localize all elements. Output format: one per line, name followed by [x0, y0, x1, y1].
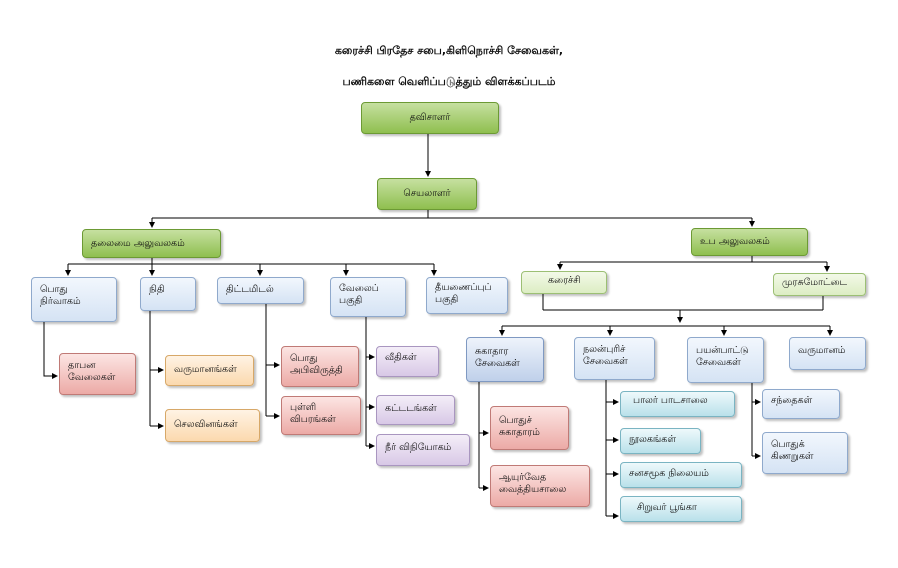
node-public-development-line2: அபிவிருத்தி [290, 365, 343, 376]
node-general-admin-line1: பொது [40, 284, 68, 295]
node-roads-label: வீதிகள் [385, 352, 417, 363]
node-preschool-label: பாலர் பாடசாலை [633, 395, 708, 406]
node-water-supply-label: நீர் விநியோகம் [385, 442, 452, 453]
node-revenue-label: வருமானம் [798, 345, 846, 356]
node-buildings: கட்டடங்கள் [376, 395, 455, 425]
node-public-wells: பொதுக் கிணறுகள் [762, 432, 848, 474]
node-community-centre: சனசமூக நிலையம் [620, 462, 742, 488]
node-preschool: பாலர் பாடசாலை [620, 391, 735, 417]
node-sub-office-label: உப அலுவலகம் [700, 236, 770, 247]
node-secretary-label: செயலாளர் [403, 188, 451, 199]
node-expenses: செலவினங்கள் [165, 409, 260, 442]
node-welfare-services-line2: சேவைகள் [583, 356, 628, 367]
diagram-title-line-1: கரைச்சி பிரதேச சபை,கிளிநொச்சி சேவைகள், [334, 44, 564, 57]
node-public-development: பொது அபிவிருத்தி [281, 346, 359, 387]
node-ayurveda-hospital: ஆயுர்வேத வைத்தியசாலை [490, 465, 590, 507]
node-libraries-label: நூலகங்கள் [629, 434, 676, 445]
node-chairman: தவிசாளர் [361, 102, 499, 134]
node-planning-label: திட்டமிடல் [226, 284, 274, 295]
node-ayurveda-hospital-line2: வைத்தியசாலை [499, 484, 567, 495]
node-health-services: சுகாதார சேவைகள் [466, 337, 544, 382]
node-works: வேலைப் பகுதி [330, 277, 406, 317]
node-finance-label: நிதி [149, 284, 165, 295]
node-establishment-works-line2: வேலைகள் [68, 372, 116, 383]
diagram-title-line-2: பணிகளை வெளிப்படுத்தும் விளக்கப்படம் [342, 75, 556, 88]
node-childrens-park-label: சிறுவர் பூங்கா [637, 502, 697, 513]
node-public-wells-line1: பொதுக் [771, 439, 805, 450]
node-chairman-label: தவிசாளர் [409, 112, 451, 123]
node-incomes-label: வருமானங்கள் [174, 364, 237, 375]
node-public-health-line1: பொதுச் [499, 415, 532, 426]
node-karachchi: கரைச்சி [521, 271, 607, 294]
node-buildings-label: கட்டடங்கள் [385, 403, 437, 414]
node-fire-line1: தீயணைப்புப் [435, 282, 492, 293]
node-public-health-line2: சுகாதாரம் [499, 427, 540, 438]
node-public-health: பொதுச் சுகாதாரம் [490, 406, 569, 450]
node-utility-services-line2: சேவைகள் [696, 357, 741, 368]
node-incomes: வருமானங்கள் [165, 355, 254, 386]
node-establishment-works: தாபன வேலைகள் [59, 353, 136, 395]
node-ayurveda-hospital-line1: ஆயுர்வேத [499, 472, 547, 483]
node-sub-office: உப அலுவலகம் [691, 228, 808, 256]
node-water-supply: நீர் விநியோகம் [376, 434, 470, 466]
node-general-admin-line2: நிர்வாகம் [40, 296, 81, 307]
node-head-office: தலைமை அலுவலகம் [82, 229, 221, 258]
node-libraries: நூலகங்கள் [620, 428, 701, 454]
node-works-line2: பகுதி [339, 295, 363, 306]
node-welfare-services-line1: நலன்புரிச் [583, 344, 626, 355]
node-public-development-line1: பொது [290, 353, 318, 364]
node-markets-label: சந்தைகள் [771, 395, 813, 406]
node-statistics: புள்ளி விபரங்கள் [281, 396, 361, 435]
node-finance: நிதி [140, 277, 196, 311]
node-childrens-park: சிறுவர் பூங்கா [620, 496, 742, 522]
node-welfare-services: நலன்புரிச் சேவைகள் [574, 337, 655, 380]
node-murasumoddai-label: முரசுமோட்டை [782, 277, 848, 288]
node-expenses-label: செலவினங்கள் [174, 419, 238, 430]
node-community-centre-label: சனசமூக நிலையம் [629, 468, 709, 479]
node-statistics-line1: புள்ளி [290, 402, 317, 413]
node-fire-line2: பகுதி [435, 294, 459, 305]
node-health-services-line2: சேவைகள் [475, 358, 520, 369]
node-roads: வீதிகள் [376, 346, 439, 377]
node-public-wells-line2: கிணறுகள் [771, 451, 814, 462]
node-health-services-line1: சுகாதார [475, 346, 509, 357]
node-utility-services: பயன்பாட்டு சேவைகள் [687, 337, 764, 383]
node-markets: சந்தைகள் [762, 389, 840, 419]
node-works-line1: வேலைப் [339, 283, 379, 294]
node-secretary: செயலாளர் [377, 178, 477, 210]
node-establishment-works-line1: தாபன [68, 360, 96, 371]
node-head-office-label: தலைமை அலுவலகம் [91, 237, 185, 249]
node-planning: திட்டமிடல் [217, 277, 304, 304]
node-revenue: வருமானம் [789, 337, 866, 370]
node-fire: தீயணைப்புப் பகுதி [426, 277, 508, 314]
node-general-admin: பொது நிர்வாகம் [31, 277, 117, 322]
node-karachchi-label: கரைச்சி [548, 275, 581, 286]
node-statistics-line2: விபரங்கள் [290, 414, 336, 425]
node-murasumoddai: முரசுமோட்டை [773, 273, 866, 296]
node-utility-services-line1: பயன்பாட்டு [696, 345, 749, 356]
